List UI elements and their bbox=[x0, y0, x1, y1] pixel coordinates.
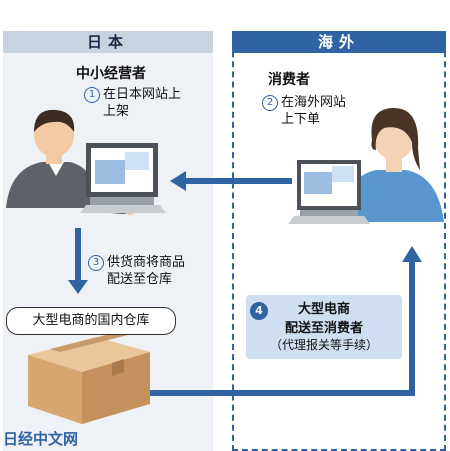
step1-line2: 上架 bbox=[103, 104, 130, 119]
step3-line2: 配送至仓库 bbox=[107, 272, 173, 287]
step3-line1: 供货商将商品 bbox=[107, 255, 186, 270]
step1-line1: 在日本网站上 bbox=[103, 87, 182, 102]
consumer-title: 消费者 bbox=[268, 72, 310, 88]
delivery-line2: 配送至消费者 bbox=[284, 321, 363, 336]
consumer-person-icon bbox=[324, 108, 444, 222]
step3-number: 3 bbox=[88, 255, 104, 271]
delivery-arrowhead bbox=[402, 246, 422, 262]
delivery-box: 大型电商 配送至消费者 （代理报关等手续） bbox=[246, 295, 402, 359]
step2-number: 2 bbox=[262, 95, 278, 111]
delivery-arrow bbox=[150, 258, 415, 396]
delivery-line3: （代理报关等手续） bbox=[269, 338, 378, 352]
supply-arrowhead bbox=[68, 280, 88, 294]
japan-header: 日本 bbox=[3, 31, 213, 53]
consumer-laptop-icon bbox=[288, 160, 370, 224]
step1-number: 1 bbox=[84, 87, 100, 103]
order-arrowhead bbox=[170, 171, 186, 191]
seller-title: 中小经营者 bbox=[76, 66, 146, 82]
delivery-line1: 大型电商 bbox=[297, 302, 350, 317]
seller-laptop-icon bbox=[80, 143, 166, 213]
source-logo: 日经中文网 bbox=[3, 430, 79, 448]
step2-line2: 上下单 bbox=[281, 112, 321, 127]
step2-line1: 在海外网站 bbox=[281, 95, 347, 110]
step4-number: 4 bbox=[250, 302, 268, 320]
overseas-header: 海外 bbox=[232, 31, 446, 53]
warehouse-label: 大型电商的国内仓库 bbox=[6, 307, 176, 335]
cardboard-box-icon bbox=[28, 332, 150, 424]
